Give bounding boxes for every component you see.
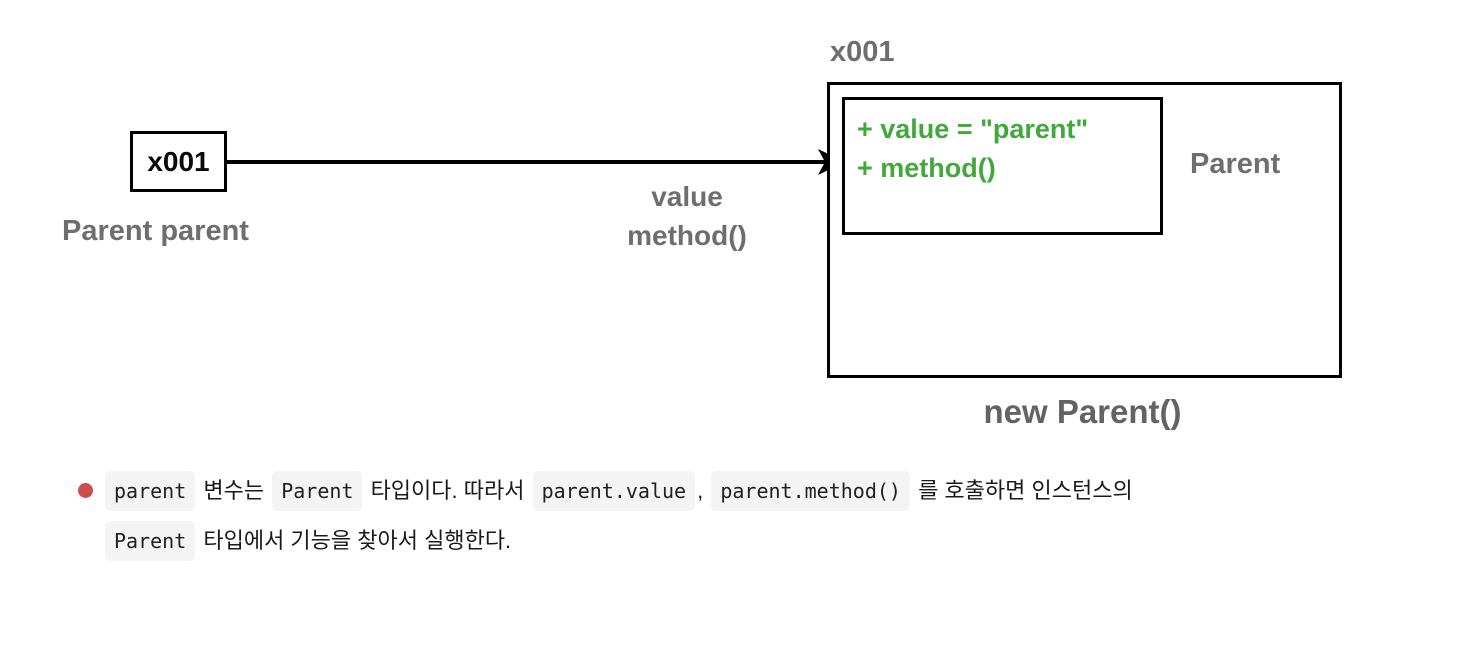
instance-box: + value = "parent" + method() Parent bbox=[827, 82, 1342, 378]
code-chip-parent-method: parent.method() bbox=[711, 471, 910, 511]
note-text: parent 변수는 Parent 타입이다. 따라서 parent.value… bbox=[103, 466, 1393, 566]
class-name-label: Parent bbox=[1190, 148, 1281, 180]
note-line-2: Parent 타입에서 기능을 찾아서 실행한다. bbox=[103, 516, 1393, 566]
arrow-call-method-label: method() bbox=[627, 220, 747, 251]
variable-declaration-label: Parent parent bbox=[62, 215, 249, 247]
parent-members-box: + value = "parent" + method() bbox=[842, 97, 1163, 235]
reference-variable-box: x001 bbox=[130, 131, 227, 192]
text-run: 타입이다. 따라서 bbox=[364, 478, 531, 503]
member-field-label: + value = "parent" bbox=[857, 114, 1089, 144]
arrow-call-label: value method() bbox=[557, 177, 817, 255]
code-chip-parent-type: Parent bbox=[105, 521, 196, 561]
text-run: 변수는 bbox=[197, 478, 271, 503]
instance-address-label: x001 bbox=[830, 36, 895, 68]
reference-arrow bbox=[227, 149, 845, 175]
code-chip-parent-type: Parent bbox=[272, 471, 363, 511]
bullet-icon bbox=[78, 483, 93, 498]
code-chip-parent: parent bbox=[105, 471, 196, 511]
member-method-label: + method() bbox=[857, 153, 996, 183]
reference-address-label: x001 bbox=[147, 145, 210, 177]
instance-caption: new Parent() bbox=[983, 393, 1182, 430]
text-run: 타입에서 기능을 찾아서 실행한다. bbox=[197, 528, 512, 553]
note-line-1: parent 변수는 Parent 타입이다. 따라서 parent.value… bbox=[103, 466, 1393, 516]
code-chip-parent-value: parent.value bbox=[532, 471, 696, 511]
text-run: 를 호출하면 인스턴스의 bbox=[911, 478, 1133, 503]
text-run: , bbox=[697, 478, 710, 503]
arrow-call-value-label: value bbox=[651, 181, 723, 212]
